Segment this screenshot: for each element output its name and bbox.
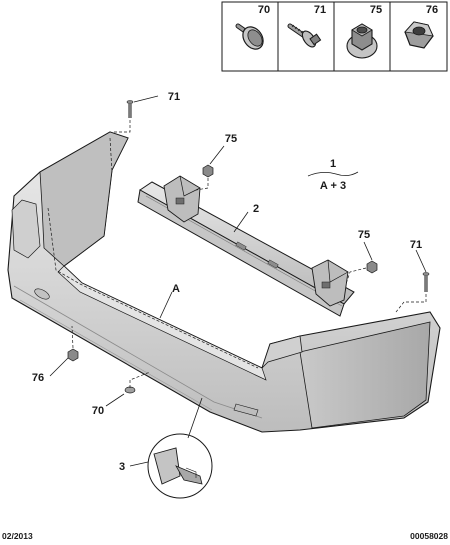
reinforcement-beam [137, 175, 355, 317]
nut-75-top [195, 164, 214, 191]
assembly-number-label: 1 [330, 158, 336, 170]
fastener-legend: 70 71 75 76 [221, 1, 448, 72]
callout-leaders [49, 95, 427, 467]
bracket-detail [147, 397, 213, 499]
bolt-70-bottom [124, 371, 151, 394]
beam-ref-label: 2 [253, 203, 259, 215]
rear-bumper [7, 131, 441, 433]
flange-nut-icon [346, 23, 378, 59]
footer-doc-number: 00058028 [410, 531, 448, 541]
legend-ref-70: 70 [258, 4, 270, 16]
nut-75-top-label: 75 [225, 133, 237, 145]
screw-71-right-label: 71 [410, 239, 422, 251]
nut-75-right [345, 260, 378, 285]
screw-icon [287, 23, 322, 48]
assembly-formula-label: A + 3 [320, 180, 346, 192]
screw-71-top-label: 71 [168, 91, 180, 103]
legend-ref-75: 75 [370, 4, 382, 16]
bolt-icon [235, 23, 264, 50]
screw-71-right [395, 272, 430, 313]
bracket-ref-label: 3 [119, 461, 125, 473]
legend-ref-71: 71 [314, 4, 326, 16]
nut-icon [404, 21, 434, 49]
screw-71-top [112, 100, 134, 133]
nut-76-left-label: 76 [32, 372, 44, 384]
legend-ref-76: 76 [426, 4, 438, 16]
bumper-ref-label: A [172, 283, 180, 295]
nut-75-right-label: 75 [358, 229, 370, 241]
bolt-70-bottom-label: 70 [92, 405, 104, 417]
footer-date: 02/2013 [2, 531, 33, 541]
